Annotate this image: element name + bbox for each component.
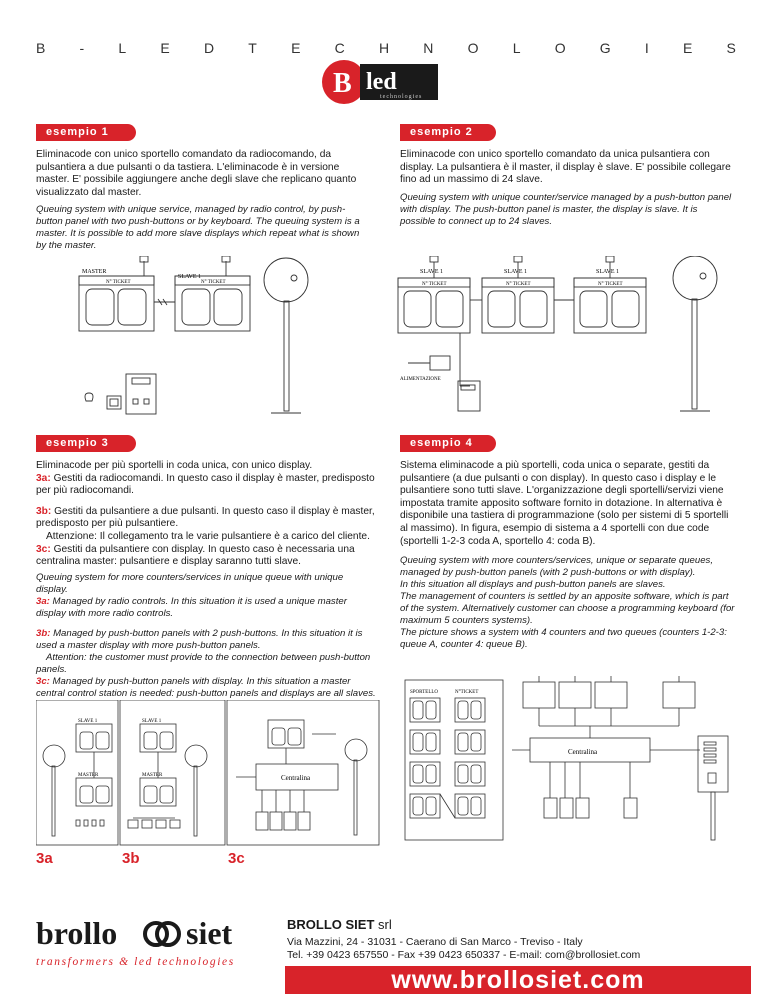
- ex3-central-label: Centralina: [281, 774, 311, 782]
- ex4-text-it: Sistema eliminacode a più sportelli, cod…: [400, 460, 729, 547]
- header-letter: T: [248, 40, 257, 56]
- header-letter: E: [160, 40, 170, 56]
- ex1-ticket-label-2: N° TICKET: [201, 280, 226, 285]
- ex3-text-it: Eliminacode per più sportelli in coda un…: [36, 460, 375, 568]
- ex3-slave-b: SLAVE 1: [142, 719, 162, 724]
- ex2-ticket-label-3: N° TICKET: [598, 282, 623, 287]
- ex2-text-it: Eliminacode con unico sportello comandat…: [400, 149, 731, 186]
- ex2-banner: esempio 2: [400, 124, 496, 141]
- ex3-banner: esempio 3: [36, 435, 136, 452]
- website-link[interactable]: www.brollosiet.com: [285, 966, 751, 994]
- header-letter: L: [512, 40, 521, 56]
- ex4-central-label: Centralina: [568, 748, 598, 756]
- ex1-slave-label: SLAVE 1: [178, 274, 201, 280]
- header-letter: H: [378, 40, 390, 56]
- logo-sub: technologies: [380, 94, 422, 100]
- ex2-text-en: Queuing system with unique counter/servi…: [400, 192, 732, 227]
- ex4-text-en: Queuing system with more counters/servic…: [400, 555, 735, 650]
- header-letter: B: [36, 40, 46, 56]
- logo-word: led: [366, 69, 397, 95]
- ex3-slave-a: SLAVE 1: [78, 719, 98, 724]
- ex3-master-b: MASTER: [142, 773, 163, 778]
- header-letter: E: [291, 40, 301, 56]
- header-letter: I: [644, 40, 649, 56]
- ex2-ticket-label-1: N° TICKET: [422, 282, 447, 287]
- ex4-ticket-label: N°TICKET: [455, 690, 478, 695]
- ex2-ticket-label-2: N° TICKET: [506, 282, 531, 287]
- fig-label-3b: 3b: [122, 850, 140, 867]
- header-letter: O: [554, 40, 566, 56]
- header-letter: G: [599, 40, 611, 56]
- fig-label-3a: 3a: [36, 850, 53, 867]
- header-letter: D: [203, 40, 215, 56]
- ex1-figure: MASTER SLAVE 1 N° TICKET N° TICKET: [78, 256, 309, 415]
- header-letter: E: [682, 40, 693, 56]
- ex2-power-label: ALIMENTAZIONE: [400, 377, 441, 382]
- ex1-ticket-label-1: N° TICKET: [106, 280, 131, 285]
- brand-left: brollo: [36, 915, 117, 951]
- ex1-banner: esempio 1: [36, 124, 136, 141]
- svg-text:B: B: [333, 68, 352, 99]
- ex2-slave-label-1: SLAVE 1: [420, 269, 443, 275]
- ex1-text-it: Eliminacode con unico sportello comandat…: [36, 149, 357, 198]
- company-name: BROLLO SIET srl: [287, 917, 392, 932]
- ex1-master-label: MASTER: [82, 269, 106, 275]
- bled-logo: B led technologies: [322, 60, 438, 104]
- ex1-text-en: Queuing system with unique service, mana…: [36, 204, 360, 251]
- header-letter: O: [467, 40, 479, 56]
- brollo-siet-logo: brollo siet transformers & led technolog…: [36, 915, 235, 968]
- ex4-figure: SPORTELLO N°TICKET Centralina: [404, 676, 729, 841]
- header-letter: C: [334, 40, 345, 56]
- ex2-slave-label-2: SLAVE 1: [504, 269, 527, 275]
- company-address: Via Mazzini, 24 - 31031 - Caerano di San…: [287, 936, 641, 961]
- header-letter: -: [79, 40, 85, 56]
- ex4-banner: esempio 4: [400, 435, 496, 452]
- brand-tagline: transformers & led technologies: [36, 956, 235, 968]
- ex2-slave-label-3: SLAVE 1: [596, 269, 619, 275]
- fig-label-3c: 3c: [228, 850, 245, 867]
- header-letter: S: [726, 40, 736, 56]
- ex3-figure: SLAVE 1 MASTER SLAVE 1 MASTER Centralina: [36, 700, 380, 846]
- header-letter: L: [118, 40, 127, 56]
- ex3-text-en: Queuing system for more counters/service…: [36, 572, 376, 699]
- ex2-figure: SLAVE 1 SLAVE 1 SLAVE 1 N° TICKET N° TIC…: [397, 256, 718, 412]
- header-letter: N: [423, 40, 434, 56]
- ex3-master-a: MASTER: [78, 773, 99, 778]
- ex4-sportello-label: SPORTELLO: [410, 690, 438, 695]
- brand-right: siet: [186, 915, 233, 951]
